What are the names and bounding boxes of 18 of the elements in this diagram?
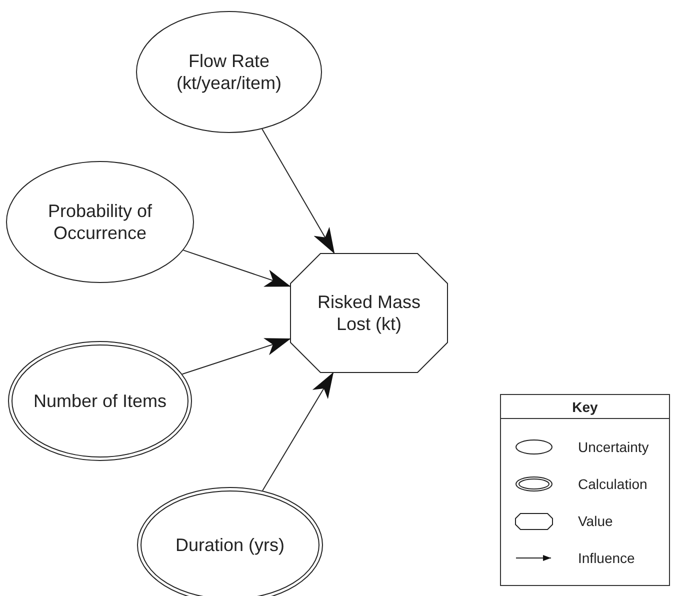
legend-label: Calculation (578, 475, 648, 493)
key-title: Key (501, 395, 669, 419)
uncertainty-ellipse (136, 11, 322, 133)
legend-label: Uncertainty (578, 438, 649, 456)
legend-label: Influence (578, 549, 635, 567)
influence-arrow (262, 372, 334, 492)
node-label: Number of Items (33, 390, 167, 412)
influence-arrow (182, 250, 291, 287)
node-label: Duration (yrs) (175, 534, 285, 556)
node-label: Flow Rate (kt/year/item) (175, 50, 282, 94)
legend-label: Value (578, 512, 613, 530)
influence-arrow (182, 338, 291, 375)
value-octagon (290, 253, 448, 373)
calculation-double-ellipse (8, 341, 192, 461)
uncertainty-ellipse (6, 161, 194, 283)
node-label: Risked Mass Lost (kt) (316, 291, 422, 335)
influence-arrow (262, 128, 335, 254)
node-label: Probability of Occurrence (46, 200, 154, 244)
